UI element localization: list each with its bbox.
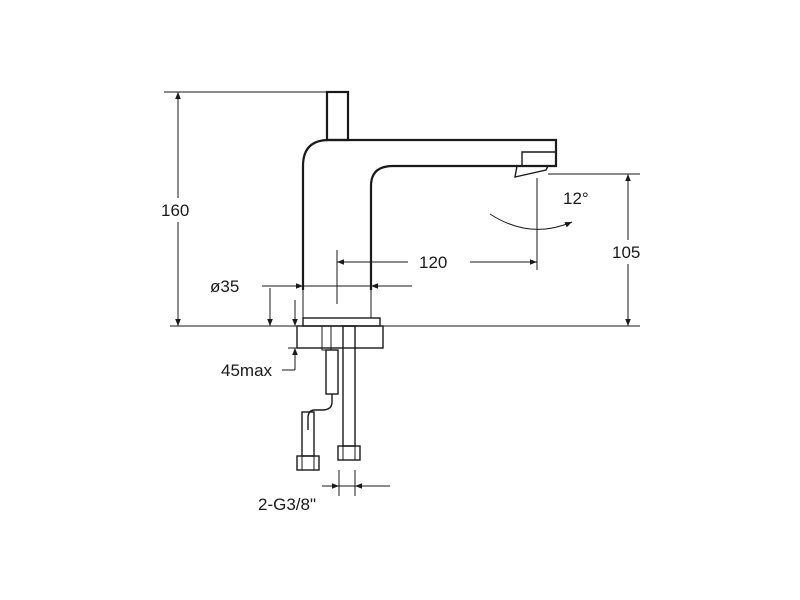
height-total-label: 160: [161, 201, 189, 220]
connection-label: 2-G3/8": [258, 495, 316, 514]
deck-section: [296, 317, 384, 349]
lever-handle: [325, 90, 350, 142]
dim-spout-angle: 12°: [489, 189, 589, 230]
rotation-arc: [489, 213, 573, 230]
left-hose-upper: [325, 349, 339, 395]
threaded-rod: [321, 325, 332, 351]
diameter-label: ø35: [210, 277, 239, 296]
faucet-body: [301, 90, 558, 290]
base-flange: [302, 317, 381, 327]
dim-connection: 2-G3/8": [258, 470, 390, 514]
angle-label: 12°: [563, 189, 589, 208]
deck-hatch: [296, 325, 384, 349]
spout-height-label: 105: [612, 243, 640, 262]
left-fitting: [296, 455, 320, 471]
aerator: [514, 151, 557, 178]
supply-hoses: [296, 325, 361, 471]
dim-spout-height: 105: [548, 173, 652, 326]
left-hose-bend: [307, 394, 333, 430]
right-hose: [342, 325, 356, 447]
dim-diameter: ø35: [210, 277, 412, 318]
right-fitting: [337, 445, 361, 461]
dim-reach: 120: [336, 178, 538, 304]
reach-label: 120: [419, 253, 447, 272]
deck-thickness-label: 45max: [221, 361, 273, 380]
dim-deck-thickness: 45max: [221, 288, 302, 380]
dim-height-total: 160: [156, 91, 327, 326]
